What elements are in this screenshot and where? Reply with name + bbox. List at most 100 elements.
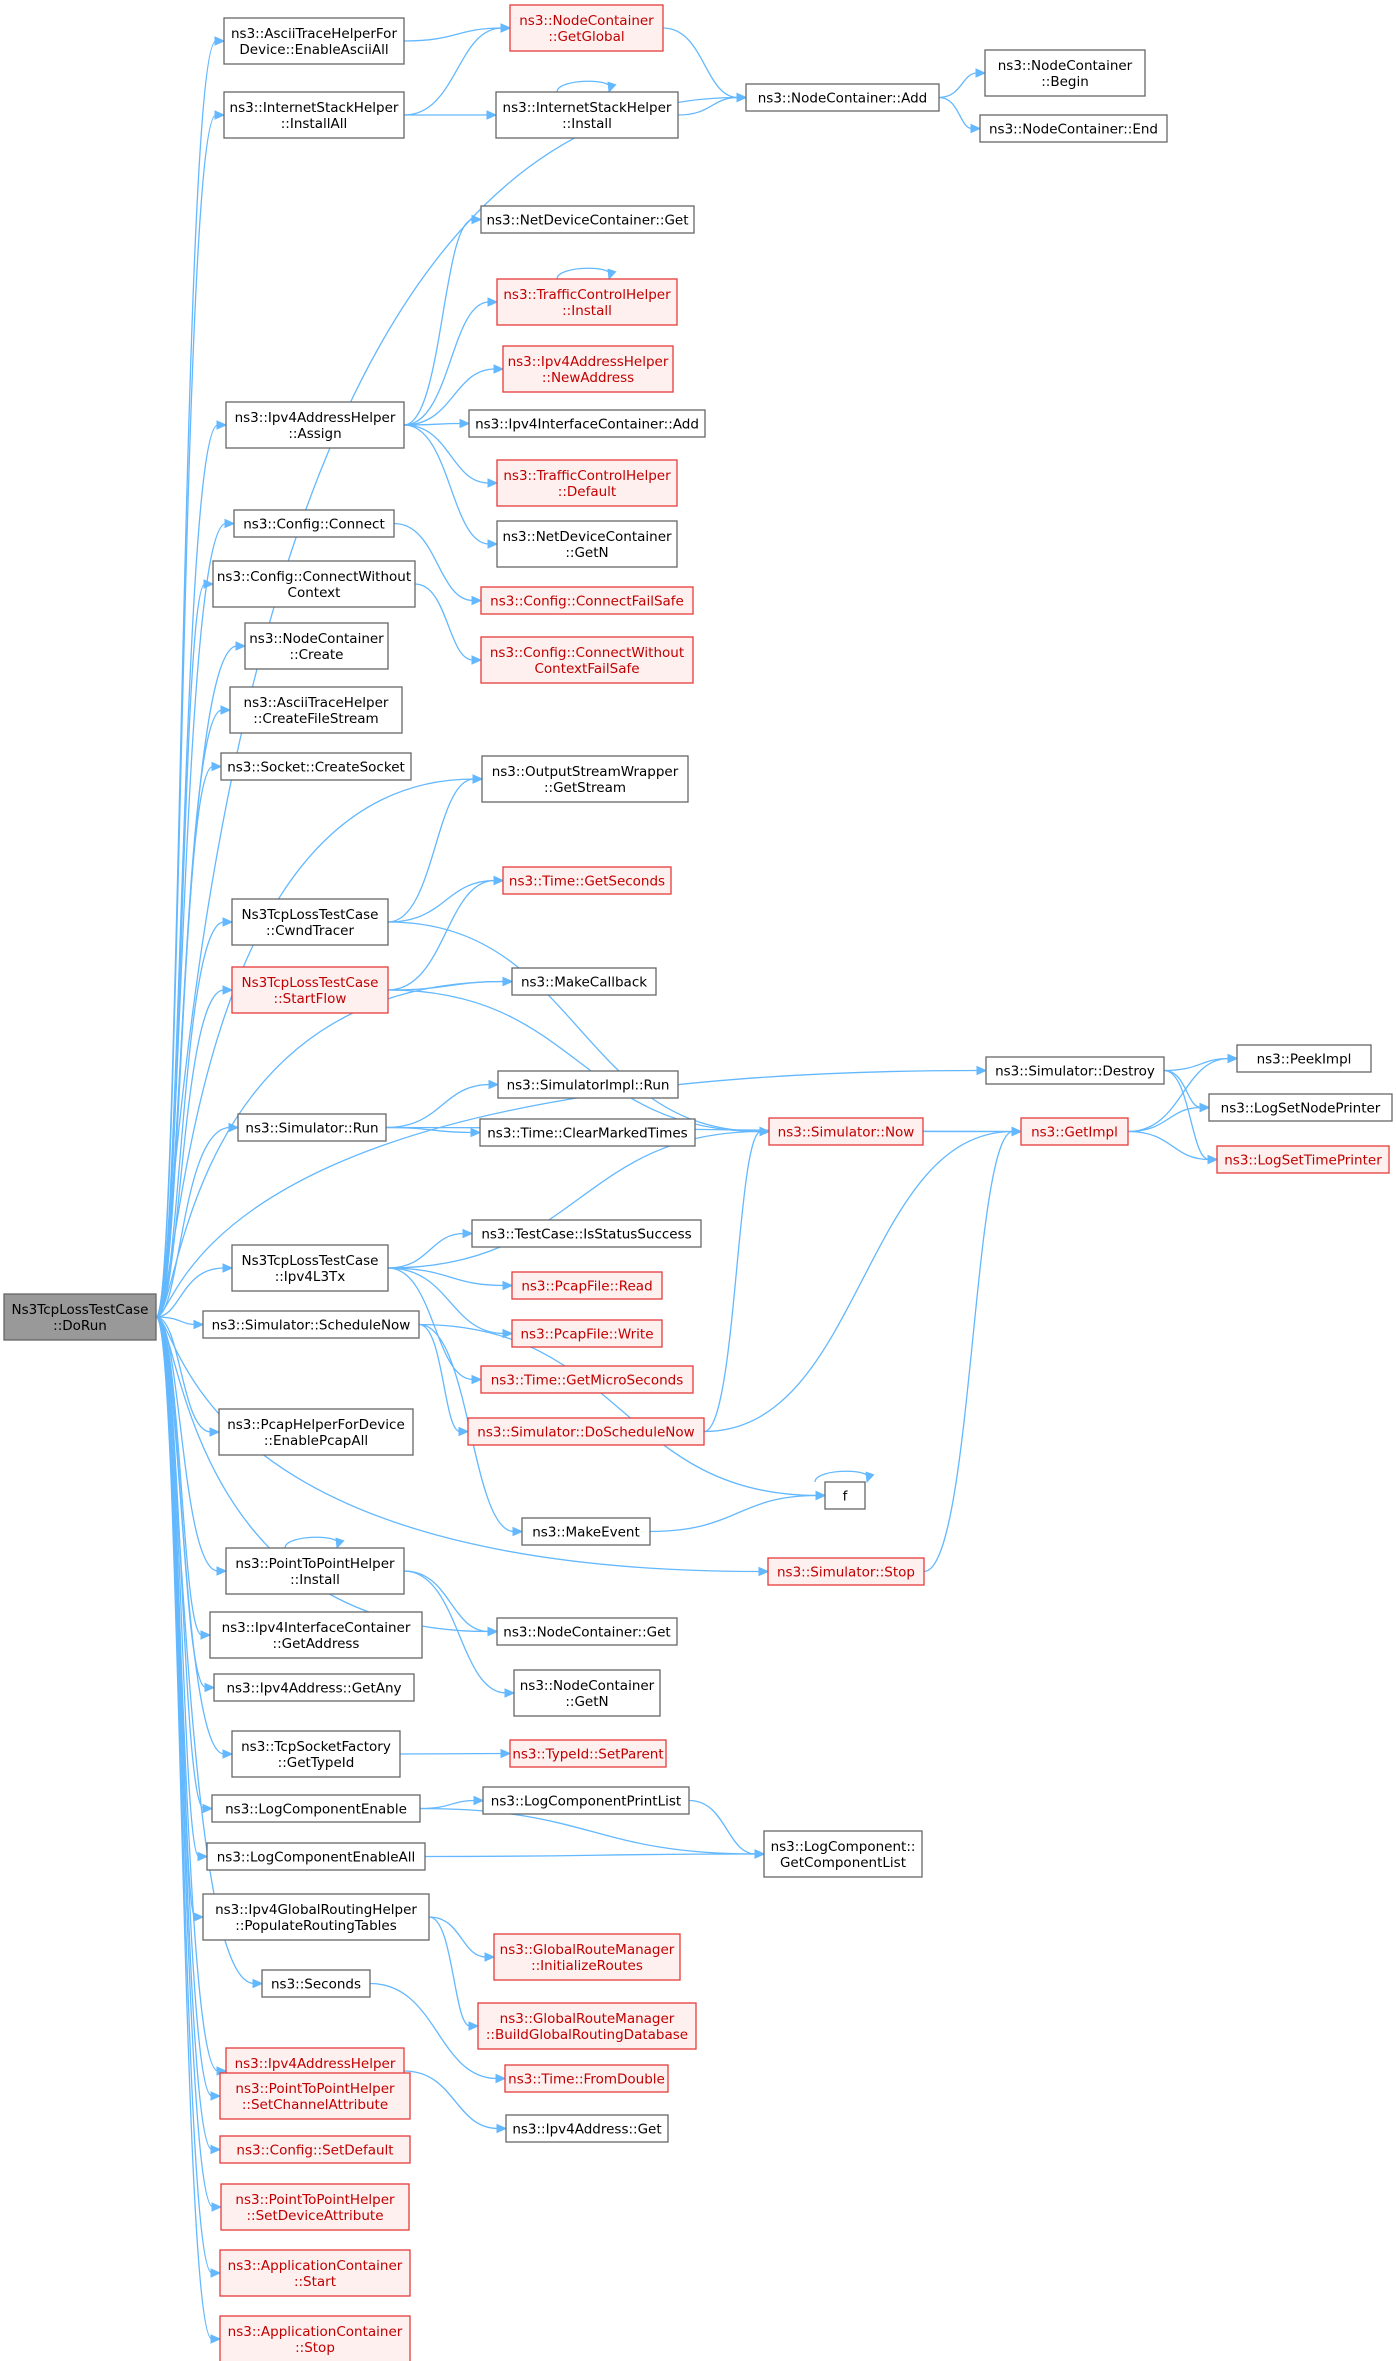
- edge-root-to-ishInstallAll: [155, 110, 226, 1318]
- node-logCompEnable[interactable]: ns3::LogComponentEnable: [211, 1794, 421, 1823]
- node-makeEvent[interactable]: ns3::MakeEvent: [521, 1517, 651, 1546]
- edge-arrowhead: [486, 110, 498, 120]
- edge-line: [403, 27, 503, 42]
- node-pcapRead[interactable]: ns3::PcapFile::Read: [511, 1271, 663, 1300]
- edge-line: [155, 1316, 196, 1326]
- node-ipv4L3Tx[interactable]: Ns3TcpLossTestCase::Ipv4L3Tx: [231, 1244, 389, 1292]
- node-simDestroy[interactable]: ns3::Simulator::Destroy: [985, 1056, 1165, 1085]
- edge-line: [387, 778, 475, 923]
- node-label: ns3::Time::GetMicroSeconds: [491, 1373, 684, 1389]
- node-tchInstall[interactable]: ns3::TrafficControlHelper::Install: [496, 278, 678, 326]
- node-simStop[interactable]: ns3::Simulator::Stop: [767, 1557, 925, 1586]
- node-athCreate[interactable]: ns3::AsciiTraceHelper::CreateFileStream: [229, 686, 403, 734]
- node-pcapDev[interactable]: ns3::PcapHelperForDevice::EnablePcapAll: [218, 1408, 414, 1456]
- node-ncEnd[interactable]: ns3::NodeContainer::End: [979, 114, 1168, 143]
- node-label: ns3::Time::GetSeconds: [509, 874, 665, 890]
- node-timeGetSec[interactable]: ns3::Time::GetSeconds: [502, 866, 672, 895]
- edge-getImpl-to-peekImpl: [1127, 1053, 1239, 1133]
- node-ishInstall[interactable]: ns3::InternetStackHelper::Install: [495, 91, 679, 139]
- node-seconds[interactable]: ns3::Seconds: [261, 1969, 371, 1998]
- node-timeGetMicro[interactable]: ns3::Time::GetMicroSeconds: [480, 1365, 694, 1394]
- node-timeFromDouble[interactable]: ns3::Time::FromDouble: [504, 2064, 669, 2093]
- edge-line: [1163, 1069, 1210, 1161]
- node-logCompPrintList[interactable]: ns3::LogComponentPrintList: [482, 1786, 690, 1815]
- node-ncGetN[interactable]: ns3::NodeContainer::GetN: [513, 1669, 661, 1717]
- node-ncCreate[interactable]: ns3::NodeContainer::Create: [244, 622, 389, 670]
- node-ndcGet[interactable]: ns3::NetDeviceContainer::Get: [480, 205, 695, 234]
- node-tchDefault[interactable]: ns3::TrafficControlHelper::Default: [496, 459, 678, 507]
- node-label: ns3::Config::SetDefault: [236, 2143, 393, 2159]
- node-ipv4NewAddr[interactable]: ns3::Ipv4AddressHelper::NewAddress: [502, 345, 674, 393]
- edge-root-to-ipv4L3Tx: [155, 1263, 234, 1318]
- node-cfgConnect[interactable]: ns3::Config::Connect: [233, 509, 395, 538]
- node-startFlow[interactable]: Ns3TcpLossTestCase::StartFlow: [231, 966, 389, 1014]
- edge-arrowhead: [500, 23, 512, 33]
- node-tcpSockTypeId[interactable]: ns3::TcpSocketFactory::GetTypeId: [231, 1730, 401, 1778]
- node-logCompGetList[interactable]: ns3::LogComponent::GetComponentList: [763, 1830, 923, 1878]
- node-ipv4icGetAddr[interactable]: ns3::Ipv4InterfaceContainer::GetAddress: [209, 1611, 423, 1659]
- node-f[interactable]: f: [824, 1481, 866, 1510]
- node-p2pSetDev[interactable]: ns3::PointToPointHelper::SetDeviceAttrib…: [220, 2183, 410, 2231]
- node-cfgSetDefault[interactable]: ns3::Config::SetDefault: [219, 2135, 411, 2164]
- edge-line: [938, 96, 973, 130]
- node-box: [206, 1842, 426, 1871]
- node-logCompEnableAll[interactable]: ns3::LogComponentEnableAll: [206, 1842, 426, 1871]
- edge-line: [938, 72, 978, 99]
- node-simSchedNow[interactable]: ns3::Simulator::ScheduleNow: [202, 1310, 420, 1339]
- node-simRun[interactable]: ns3::Simulator::Run: [237, 1113, 387, 1142]
- edge-ishInstallAll-to-ncGetGlobal: [403, 23, 512, 116]
- node-ipv4icAdd[interactable]: ns3::Ipv4InterfaceContainer::Add: [468, 409, 706, 438]
- node-ipv4AddrGet[interactable]: ns3::Ipv4Address::Get: [505, 2114, 669, 2143]
- node-cfgConnectWCFS[interactable]: ns3::Config::ConnectWithoutContextFailSa…: [480, 636, 694, 684]
- node-p2pSetChan[interactable]: ns3::PointToPointHelper::SetChannelAttri…: [219, 2072, 411, 2120]
- node-ncAdd[interactable]: ns3::NodeContainer::Add: [745, 83, 940, 112]
- edge-line: [1127, 1130, 1210, 1161]
- node-peekImpl[interactable]: ns3::PeekImpl: [1236, 1044, 1372, 1073]
- node-tcStatus[interactable]: ns3::TestCase::IsStatusSuccess: [471, 1219, 702, 1248]
- node-ncGetGlobal[interactable]: ns3::NodeContainer::GetGlobal: [509, 4, 664, 52]
- node-p2pInstall[interactable]: ns3::PointToPointHelper::Install: [225, 1547, 405, 1595]
- node-makeCb[interactable]: ns3::MakeCallback: [511, 967, 657, 996]
- node-cfgConnectFS[interactable]: ns3::Config::ConnectFailSafe: [480, 586, 694, 615]
- node-grmBuild[interactable]: ns3::GlobalRouteManager::BuildGlobalRout…: [477, 2002, 697, 2050]
- node-simDoSched[interactable]: ns3::Simulator::DoScheduleNow: [467, 1417, 705, 1446]
- node-oswGetStream[interactable]: ns3::OutputStreamWrapper::GetStream: [481, 755, 689, 803]
- node-ipv4GetAny[interactable]: ns3::Ipv4Address::GetAny: [213, 1673, 415, 1702]
- node-sockCreate[interactable]: ns3::Socket::CreateSocket: [220, 752, 412, 781]
- node-ncGet[interactable]: ns3::NodeContainer::Get: [496, 1617, 678, 1646]
- node-label: ns3::Simulator::DoScheduleNow: [477, 1425, 694, 1441]
- node-label: Context: [288, 585, 341, 601]
- node-label: ns3::InternetStackHelper: [230, 100, 399, 116]
- node-ipv4GRH[interactable]: ns3::Ipv4GlobalRoutingHelper::PopulateRo…: [202, 1893, 430, 1941]
- node-box: [496, 1617, 678, 1646]
- node-logNode[interactable]: ns3::LogSetNodePrinter: [1208, 1093, 1393, 1122]
- edge-line: [385, 1083, 491, 1129]
- node-ncBegin[interactable]: ns3::NodeContainer::Begin: [984, 49, 1146, 97]
- node-cwnd[interactable]: Ns3TcpLossTestCase::CwndTracer: [231, 898, 389, 946]
- node-pcapWrite[interactable]: ns3::PcapFile::Write: [511, 1319, 663, 1348]
- node-root[interactable]: Ns3TcpLossTestCase::DoRun: [3, 1293, 157, 1341]
- edge-root-to-pcapDev: [155, 1316, 221, 1437]
- edge-line: [284, 1536, 339, 1549]
- node-ndcGetN[interactable]: ns3::NetDeviceContainer::GetN: [496, 520, 678, 568]
- edge-ishInstallAll-to-ishInstall: [403, 110, 498, 120]
- node-label: ns3::PcapFile::Read: [521, 1279, 652, 1295]
- node-appStart[interactable]: ns3::ApplicationContainer::Start: [219, 2249, 411, 2297]
- edge-root-to-simRun: [155, 1122, 240, 1318]
- node-asciiDev[interactable]: ns3::AsciiTraceHelperForDevice::EnableAs…: [223, 17, 405, 65]
- node-logTime[interactable]: ns3::LogSetTimePrinter: [1216, 1145, 1390, 1174]
- edge-line: [677, 96, 739, 116]
- node-box: [496, 520, 678, 568]
- node-simNow[interactable]: ns3::Simulator::Now: [768, 1117, 924, 1146]
- node-ishInstallAll[interactable]: ns3::InternetStackHelper::InstallAll: [223, 91, 405, 139]
- node-appStop[interactable]: ns3::ApplicationContainer::Stop: [219, 2315, 411, 2361]
- edge-arrowhead: [471, 655, 483, 665]
- node-typeIdSetParent[interactable]: ns3::TypeId::SetParent: [509, 1739, 667, 1768]
- node-timeClear[interactable]: ns3::Time::ClearMarkedTimes: [479, 1118, 696, 1147]
- node-grmInitRoutes[interactable]: ns3::GlobalRouteManager::InitializeRoute…: [493, 1933, 681, 1981]
- edge-logCompEnable-to-logCompGetList: [419, 1807, 766, 1859]
- node-simImplRun[interactable]: ns3::SimulatorImpl::Run: [497, 1070, 679, 1099]
- node-getImpl[interactable]: ns3::GetImpl: [1020, 1117, 1129, 1146]
- node-ipv4Assign[interactable]: ns3::Ipv4AddressHelper::Assign: [225, 401, 405, 449]
